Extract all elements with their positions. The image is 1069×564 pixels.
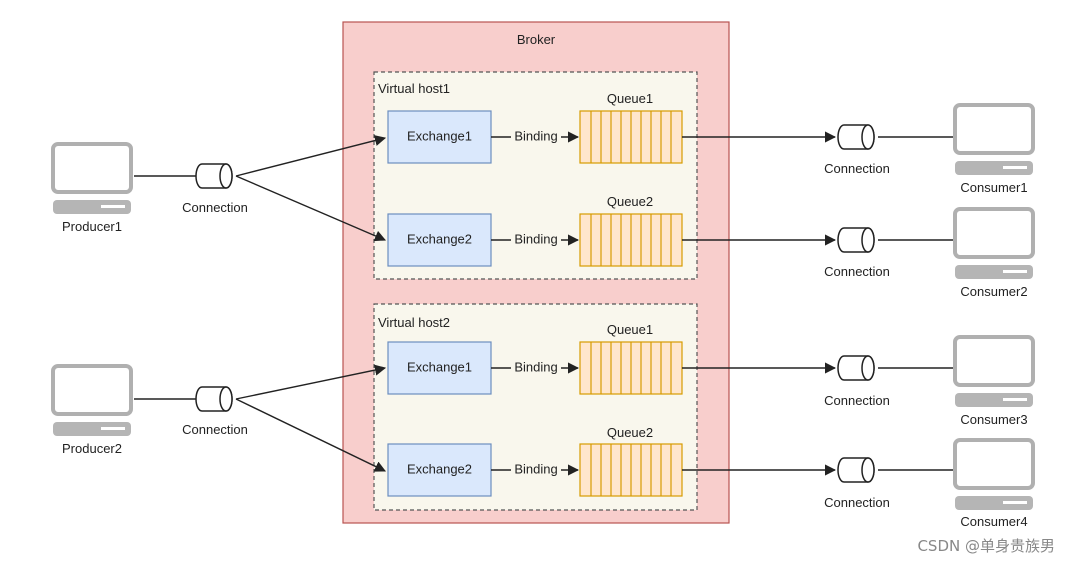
consumer-4-computer-icon xyxy=(953,438,1035,512)
binding-label: Binding xyxy=(514,359,557,374)
binding-label: Binding xyxy=(514,461,557,476)
exchange-label: Exchange1 xyxy=(407,128,472,143)
connection-cylinder-icon xyxy=(837,457,875,483)
connection-label: Connection xyxy=(824,495,890,510)
binding-label: Binding xyxy=(514,128,557,143)
watermark: CSDN @单身贵族男 xyxy=(917,537,1055,555)
consumer-1-computer-icon xyxy=(953,103,1035,177)
producer-1-computer-icon xyxy=(51,142,133,216)
connection-to-exchange-edge xyxy=(235,364,387,400)
consumer-2-computer-icon xyxy=(953,207,1035,281)
producer-2-computer-icon xyxy=(51,364,133,438)
virtual-host-2-label: Virtual host2 xyxy=(378,315,450,330)
exchange-box xyxy=(387,341,492,395)
broker-label: Broker xyxy=(517,32,556,47)
queue-label: Queue2 xyxy=(607,425,653,440)
consumer-3-computer-icon xyxy=(953,335,1035,409)
queue-label: Queue1 xyxy=(607,322,653,337)
producer-1-label: Producer1 xyxy=(62,219,122,234)
exchange-label: Exchange2 xyxy=(407,231,472,246)
queue-box xyxy=(579,341,683,395)
connection-to-exchange-edge xyxy=(235,175,387,242)
queue-box xyxy=(579,110,683,164)
exchange-box xyxy=(387,110,492,164)
connection-label: Connection xyxy=(182,422,248,437)
binding-label: Binding xyxy=(514,231,557,246)
consumer-1-label: Consumer1 xyxy=(960,180,1027,195)
producer-2-label: Producer2 xyxy=(62,441,122,456)
connection-label: Connection xyxy=(824,264,890,279)
queue-box xyxy=(579,213,683,267)
queue-label: Queue1 xyxy=(607,91,653,106)
queue-label: Queue2 xyxy=(607,194,653,209)
connection-to-exchange-edge xyxy=(235,398,387,472)
queue-box xyxy=(579,443,683,497)
connection-to-exchange-edge xyxy=(235,135,387,177)
connection-cylinder-icon xyxy=(195,163,233,189)
connection-label: Connection xyxy=(824,161,890,176)
exchange-label: Exchange1 xyxy=(407,359,472,374)
connection-cylinder-icon xyxy=(837,124,875,150)
connection-cylinder-icon xyxy=(837,227,875,253)
consumer-3-label: Consumer3 xyxy=(960,412,1027,427)
connection-cylinder-icon xyxy=(195,386,233,412)
virtual-host-1-label: Virtual host1 xyxy=(378,81,450,96)
connection-label: Connection xyxy=(182,200,248,215)
exchange-box xyxy=(387,213,492,267)
consumer-2-label: Consumer2 xyxy=(960,284,1027,299)
consumer-4-label: Consumer4 xyxy=(960,514,1027,529)
connection-cylinder-icon xyxy=(837,355,875,381)
exchange-label: Exchange2 xyxy=(407,461,472,476)
connection-label: Connection xyxy=(824,393,890,408)
